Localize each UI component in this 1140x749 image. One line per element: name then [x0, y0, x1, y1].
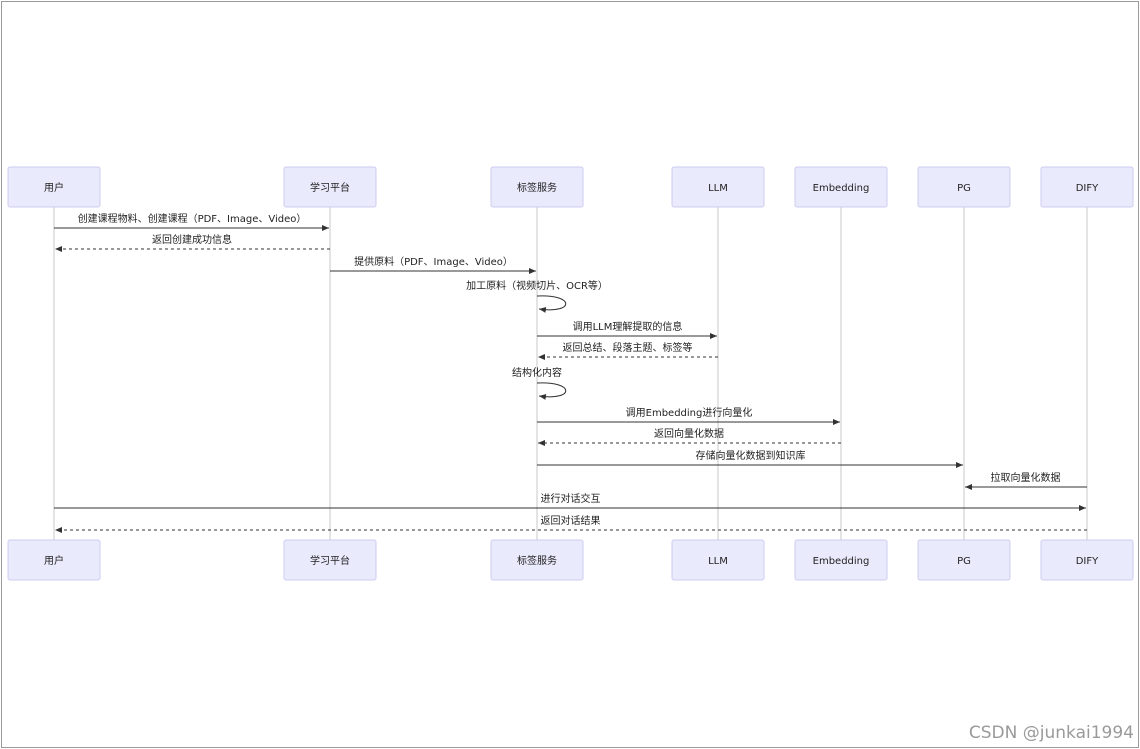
- actor-bottom: Embedding: [794, 539, 888, 581]
- message-label: 返回向量化数据: [654, 427, 724, 440]
- message-label: 返回对话结果: [541, 514, 601, 527]
- message-label: 调用Embedding进行向量化: [626, 406, 753, 419]
- actor-label: 用户: [44, 554, 64, 567]
- actor-box: [490, 166, 584, 208]
- message: 拉取向量化数据: [965, 471, 1087, 490]
- message-label: 返回总结、段落主题、标签等: [563, 341, 693, 354]
- actor-box: [7, 166, 101, 208]
- actor-box: [671, 539, 765, 581]
- actor-box: [1040, 539, 1134, 581]
- self-message-arrow: [536, 295, 567, 313]
- actor-label: PG: [957, 556, 971, 567]
- actor-top: 用户: [7, 166, 101, 208]
- actor-top: Embedding: [794, 166, 888, 208]
- message-label: 结构化内容: [512, 366, 562, 379]
- actor-box: [283, 539, 377, 581]
- actor-box: [917, 166, 1011, 208]
- actor-label: LLM: [708, 556, 728, 567]
- actor-bottom: DIFY: [1040, 539, 1134, 581]
- actor-label: 标签服务: [517, 181, 557, 194]
- actor-box: [917, 539, 1011, 581]
- actor-label: 标签服务: [517, 554, 557, 567]
- message: 提供原料（PDF、Image、Video）: [330, 255, 536, 274]
- actor-label: LLM: [708, 183, 728, 194]
- actor-label: DIFY: [1076, 556, 1099, 567]
- message-label: 进行对话交互: [541, 492, 601, 505]
- actor-bottom: 学习平台: [283, 539, 377, 581]
- message: 返回创建成功信息: [55, 233, 330, 252]
- actor-box: [490, 539, 584, 581]
- message: 返回向量化数据: [538, 427, 841, 446]
- actor-bottom: LLM: [671, 539, 765, 581]
- message: 调用Embedding进行向量化: [537, 406, 840, 425]
- actor-bottom: 用户: [7, 539, 101, 581]
- message-label: 加工原料（视频切片、OCR等）: [466, 279, 608, 292]
- actor-box: [794, 539, 888, 581]
- self-message-arrow: [536, 382, 567, 400]
- actor-bottom: 标签服务: [490, 539, 584, 581]
- actor-box: [283, 166, 377, 208]
- actor-top: LLM: [671, 166, 765, 208]
- message: 调用LLM理解提取的信息: [537, 320, 717, 339]
- message-label: 提供原料（PDF、Image、Video）: [354, 255, 513, 268]
- watermark: CSDN @junkai1994: [968, 723, 1134, 743]
- actor-top: PG: [917, 166, 1011, 208]
- actor-box: [794, 166, 888, 208]
- message-label: 存储向量化数据到知识库: [696, 449, 806, 462]
- actor-top: 学习平台: [283, 166, 377, 208]
- actor-bottom: PG: [917, 539, 1011, 581]
- message-label: 拉取向量化数据: [991, 471, 1061, 484]
- message: 加工原料（视频切片、OCR等）: [466, 279, 608, 313]
- actor-label: Embedding: [813, 556, 870, 567]
- actor-top: 标签服务: [490, 166, 584, 208]
- actor-box: [7, 539, 101, 581]
- actor-box: [671, 166, 765, 208]
- actor-label: 用户: [44, 181, 64, 194]
- message-label: 返回创建成功信息: [152, 233, 232, 246]
- message: 进行对话交互: [54, 492, 1086, 511]
- actor-top: DIFY: [1040, 166, 1134, 208]
- message: 结构化内容: [512, 366, 567, 400]
- message-label: 创建课程物料、创建课程（PDF、Image、Video）: [78, 212, 307, 225]
- message: 创建课程物料、创建课程（PDF、Image、Video）: [54, 212, 329, 231]
- actor-label: PG: [957, 183, 971, 194]
- actor-box: [1040, 166, 1134, 208]
- actor-label: 学习平台: [310, 181, 350, 194]
- actor-label: 学习平台: [310, 554, 350, 567]
- message: 返回对话结果: [55, 514, 1087, 533]
- message-label: 调用LLM理解提取的信息: [573, 320, 683, 333]
- message: 存储向量化数据到知识库: [537, 449, 963, 468]
- actor-label: DIFY: [1076, 183, 1099, 194]
- actor-label: Embedding: [813, 183, 870, 194]
- message: 返回总结、段落主题、标签等: [538, 341, 718, 360]
